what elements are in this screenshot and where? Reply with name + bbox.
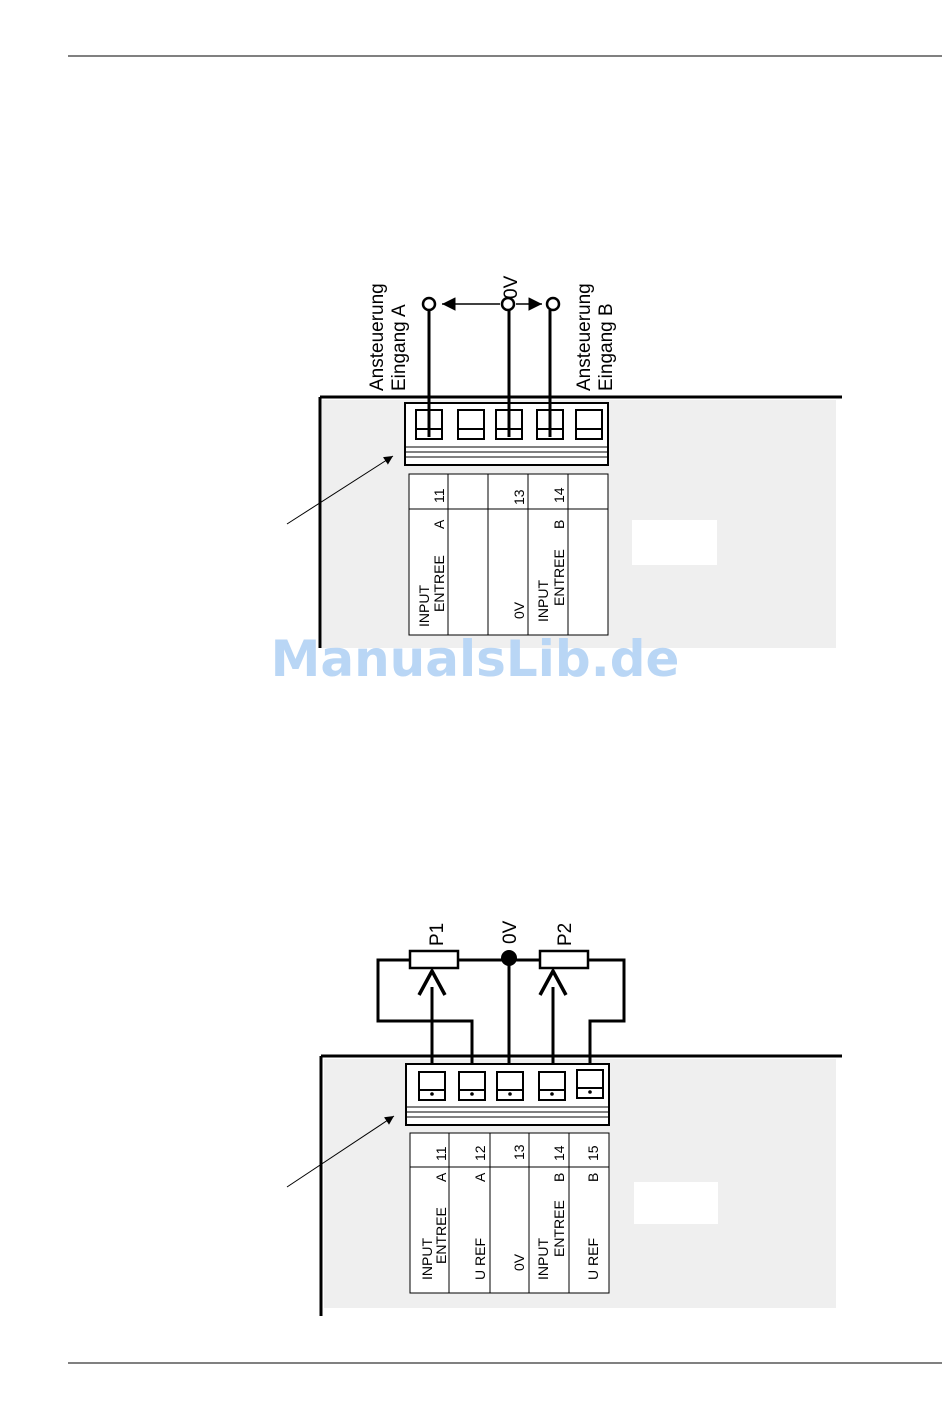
strip2-col5-number: 15 — [585, 1145, 601, 1161]
strip1-col1-number: 11 — [431, 488, 447, 503]
strip1-col4-entree: ENTREE — [551, 549, 567, 606]
strip1-col4-letter: B — [551, 520, 567, 529]
panel-window-1 — [632, 520, 717, 565]
terminal-circle-a — [423, 298, 435, 310]
label-0v-top-1: 0V — [501, 275, 522, 299]
label-ansteuerung-b-1: Ansteuerung — [574, 283, 595, 391]
potentiometer-p2 — [540, 951, 588, 968]
junction-0v — [501, 950, 517, 966]
terminal-circle-b — [547, 298, 559, 310]
watermark: ManualsLib.de — [271, 630, 680, 688]
strip2-col2-number: 12 — [472, 1145, 488, 1161]
strip2-col1-letter: A — [433, 1172, 449, 1182]
strip1-col3-text: 0V — [511, 601, 527, 619]
strip2-col4-entree: ENTREE — [551, 1200, 567, 1257]
label-ansteuerung-b-2: Eingang B — [596, 303, 617, 391]
strip2-col5-letter: B — [585, 1173, 601, 1182]
label-p1: P1 — [427, 923, 448, 946]
strip2-col5-text: U REF — [585, 1238, 601, 1280]
diagram-2: P1 0V P2 — [287, 920, 842, 1316]
label-0v-top-2: 0V — [500, 920, 521, 944]
strip1-col4-number: 14 — [551, 487, 567, 503]
strip2-col3-text: 0V — [511, 1253, 527, 1271]
strip2-col3-number: 13 — [511, 1144, 527, 1160]
strip2-col2-text: U REF — [472, 1238, 488, 1280]
strip2-col2-letter: A — [472, 1172, 488, 1182]
strip2-col4-input: INPUT — [535, 1238, 551, 1280]
diagram-1: Ansteuerung Eingang A 0V Ansteuerung Ein… — [287, 275, 842, 648]
terminal-block-1 — [405, 403, 608, 465]
panel-window-2 — [634, 1182, 718, 1224]
strip1-col1-entree: ENTREE — [431, 555, 447, 612]
strip1-col1-letter: A — [431, 519, 447, 529]
terminal-block-2 — [406, 1064, 609, 1125]
strip2-col1-number: 11 — [433, 1146, 449, 1161]
potentiometer-p1 — [410, 951, 458, 968]
strip2-col1-entree: ENTREE — [433, 1207, 449, 1264]
label-strip-2: 11 A INPUT ENTREE 12 A U REF 13 0V 14 B … — [410, 1133, 609, 1293]
strip2-col4-number: 14 — [551, 1145, 567, 1161]
strip1-col4-input: INPUT — [535, 580, 551, 622]
strip1-col3-number: 13 — [511, 489, 527, 505]
strip2-col4-letter: B — [551, 1173, 567, 1182]
label-ansteuerung-a-1: Ansteuerung — [367, 283, 388, 391]
label-p2: P2 — [555, 923, 576, 946]
strip1-col1-input: INPUT — [416, 585, 432, 627]
label-ansteuerung-a-2: Eingang A — [389, 304, 410, 391]
label-strip-1: 11 A INPUT ENTREE 13 0V 14 B INPUT ENTRE… — [409, 474, 608, 635]
